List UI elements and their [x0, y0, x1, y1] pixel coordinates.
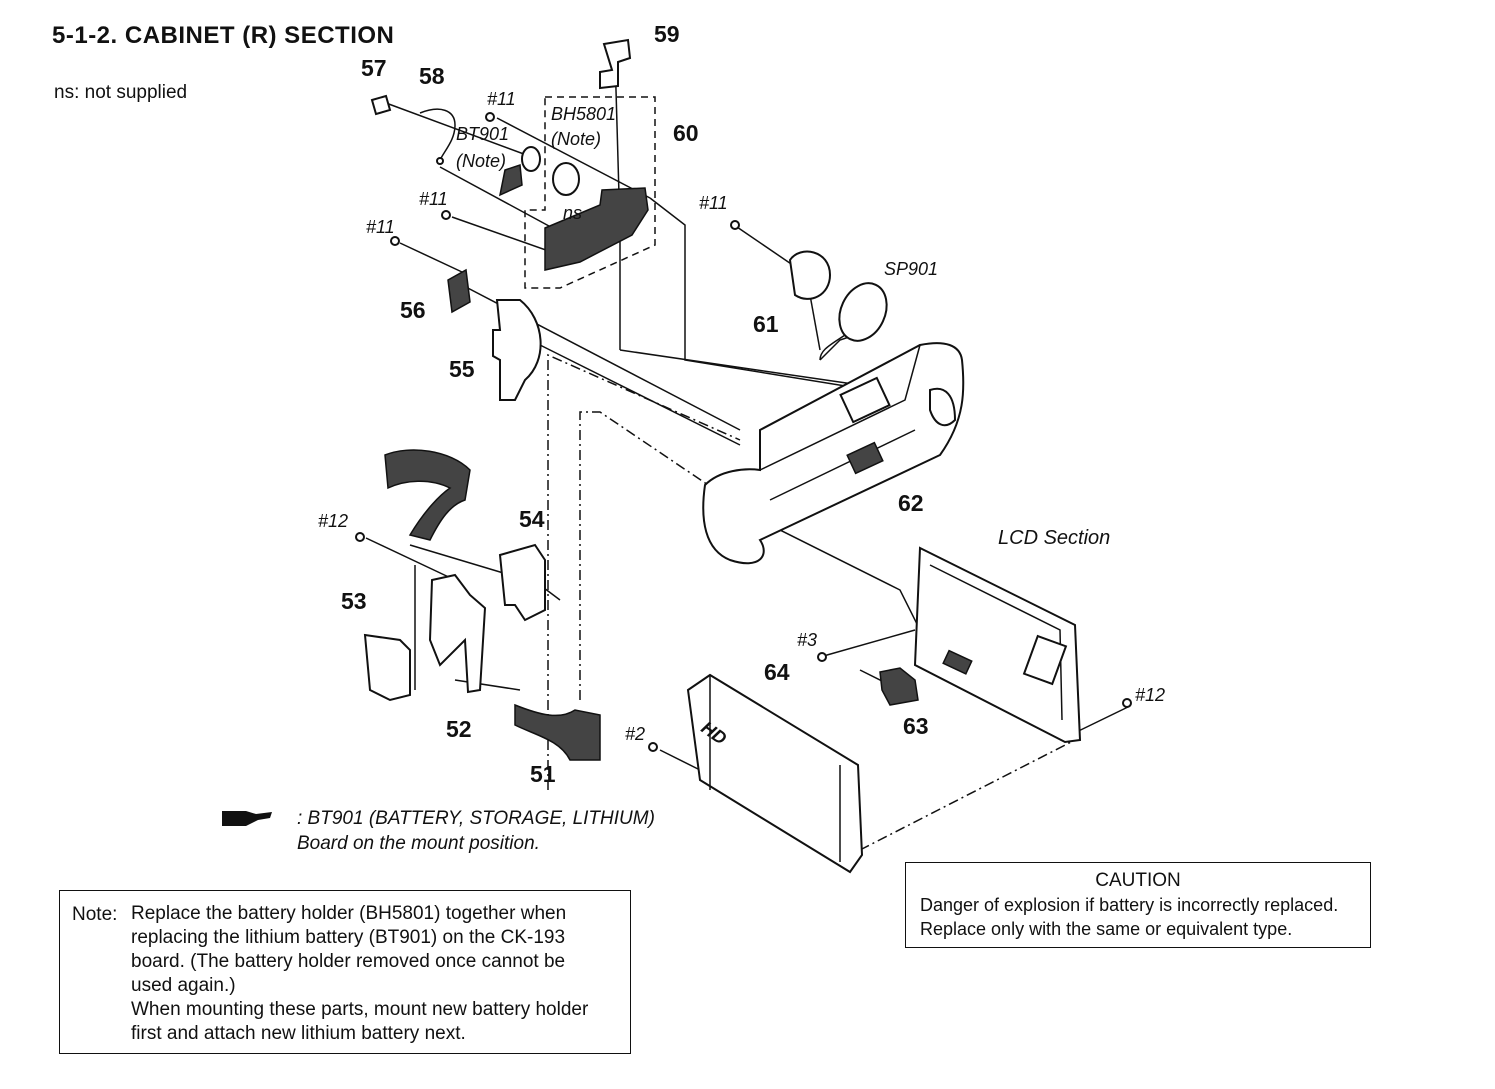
- ck193-board: [544, 187, 649, 271]
- ns-footnote: ns: not supplied: [54, 82, 188, 103]
- bt901-holder-clip: [498, 163, 523, 197]
- pointing-hand-icon: [222, 811, 272, 826]
- note-body: Replace the battery holder (BH5801) toge…: [131, 902, 626, 1046]
- part-64-cover: [686, 673, 864, 874]
- part-55-bracket: [492, 299, 542, 401]
- svg-text:53: 53: [341, 588, 367, 614]
- part-54-hinge: [498, 543, 546, 622]
- part-52-bracket: [428, 573, 487, 694]
- svg-text:58: 58: [419, 63, 445, 89]
- svg-text:61: 61: [753, 311, 779, 337]
- svg-text:LCD Section: LCD Section: [998, 527, 1110, 549]
- part-53-cover: [363, 633, 411, 702]
- dash-dot-lines: [547, 353, 1076, 851]
- note-line-6: first and attach new lithium battery nex…: [131, 1023, 466, 1044]
- svg-text:#11: #11: [419, 189, 448, 209]
- svg-text:55: 55: [449, 356, 475, 382]
- screw-2: [648, 742, 658, 752]
- svg-text:(Note): (Note): [551, 129, 601, 149]
- svg-text:59: 59: [654, 21, 680, 47]
- svg-text:#11: #11: [366, 217, 395, 237]
- svg-text:#11: #11: [699, 193, 728, 213]
- note-line-2: replacing the lithium battery (BT901) on…: [131, 927, 566, 948]
- svg-text:57: 57: [361, 55, 387, 81]
- lcd-section: [913, 546, 1082, 744]
- caution-line-1: Danger of explosion if battery is incorr…: [920, 895, 1339, 915]
- svg-text:51: 51: [530, 761, 556, 787]
- svg-text:#12: #12: [318, 511, 348, 531]
- screw-12-right: [1122, 698, 1132, 708]
- svg-text:54: 54: [519, 506, 545, 532]
- svg-text:#12: #12: [1135, 685, 1165, 705]
- part-51-flex: [514, 703, 601, 761]
- board-assembly-outline: [524, 96, 656, 289]
- legend-line-1: : BT901 (BATTERY, STORAGE, LITHIUM): [297, 808, 655, 829]
- svg-text:64: 64: [764, 659, 790, 685]
- note-line-1: Replace the battery holder (BH5801) toge…: [131, 903, 567, 924]
- part-61-speaker-holder: [788, 250, 832, 300]
- part-number-labels: 57 58 59 60 56 55 61 62 54 53 52 51 64 6…: [341, 21, 929, 787]
- part-57-sheet: [370, 94, 392, 116]
- svg-text:63: 63: [903, 713, 929, 739]
- svg-text:ns: ns: [563, 203, 582, 223]
- note-line-3: board. (The battery holder removed once …: [131, 951, 566, 972]
- svg-text:#11: #11: [487, 89, 516, 109]
- screw-12-left: [355, 532, 365, 542]
- screw-11-group: [390, 112, 740, 246]
- caution-line-2: Replace only with the same or equivalent…: [920, 919, 1293, 939]
- part-63-bracket: [879, 667, 919, 706]
- reference-labels: #11 #11 #11 #11 #12 #12 #3 #2 BT901 (Not…: [318, 89, 1165, 744]
- svg-text:56: 56: [400, 297, 426, 323]
- bh5801-holder: [552, 162, 580, 196]
- screw-3: [817, 652, 827, 662]
- svg-text:SP901: SP901: [884, 259, 938, 279]
- svg-text:#2: #2: [625, 724, 645, 744]
- bt901-battery: [521, 146, 541, 172]
- page-title: 5-1-2. CABINET (R) SECTION: [52, 22, 395, 49]
- part-58-wire: [419, 108, 456, 161]
- caution-body: Danger of explosion if battery is incorr…: [920, 893, 1338, 941]
- svg-text:BT901: BT901: [456, 124, 509, 144]
- svg-text:62: 62: [898, 490, 924, 516]
- legend: : BT901 (BATTERY, STORAGE, LITHIUM) Boar…: [297, 806, 655, 856]
- part-56-bracket: [447, 268, 471, 314]
- sp901-speaker: [838, 282, 888, 342]
- legend-line-2: Board on the mount position.: [297, 833, 540, 854]
- svg-text:60: 60: [673, 120, 699, 146]
- note-box: [59, 890, 631, 1054]
- svg-text:(Note): (Note): [456, 151, 506, 171]
- note-label: Note:: [72, 904, 118, 925]
- svg-text:#3: #3: [797, 630, 817, 650]
- svg-text:BH5801: BH5801: [551, 104, 616, 124]
- svg-text:52: 52: [446, 716, 472, 742]
- caution-title: CAUTION: [1095, 870, 1181, 891]
- part-59-connector: [599, 38, 632, 90]
- note-line-5: When mounting these parts, mount new bat…: [131, 999, 589, 1020]
- caution-box: [905, 862, 1371, 948]
- note-line-4: used again.): [131, 975, 236, 996]
- flex-cable-upper: [384, 449, 471, 541]
- part-62-cabinet-r: [702, 342, 965, 565]
